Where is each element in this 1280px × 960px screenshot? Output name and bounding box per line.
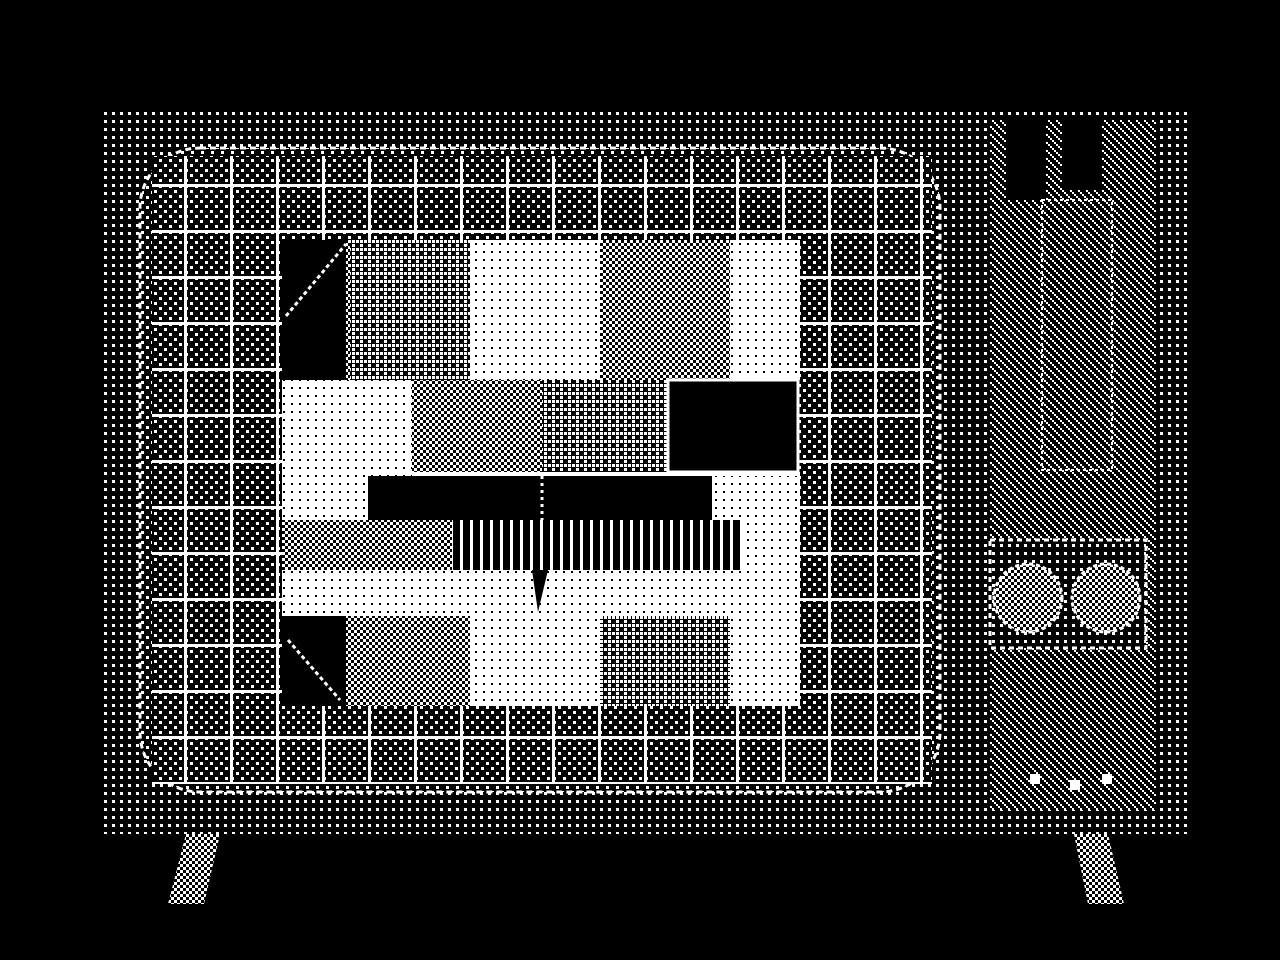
tv-buttons <box>1030 774 1112 790</box>
tv-side-panel <box>988 120 1156 810</box>
tv-leg-left <box>168 834 220 904</box>
tv-button-2[interactable] <box>1070 780 1080 790</box>
knob-panel <box>988 538 1148 650</box>
right-knob-icon[interactable] <box>1072 564 1140 632</box>
left-knob-icon[interactable] <box>994 564 1062 632</box>
tv-button-3[interactable] <box>1102 774 1112 784</box>
tv-leg-right <box>1074 834 1124 904</box>
tv-button-1[interactable] <box>1030 774 1040 784</box>
test-pattern-icon <box>282 240 800 706</box>
